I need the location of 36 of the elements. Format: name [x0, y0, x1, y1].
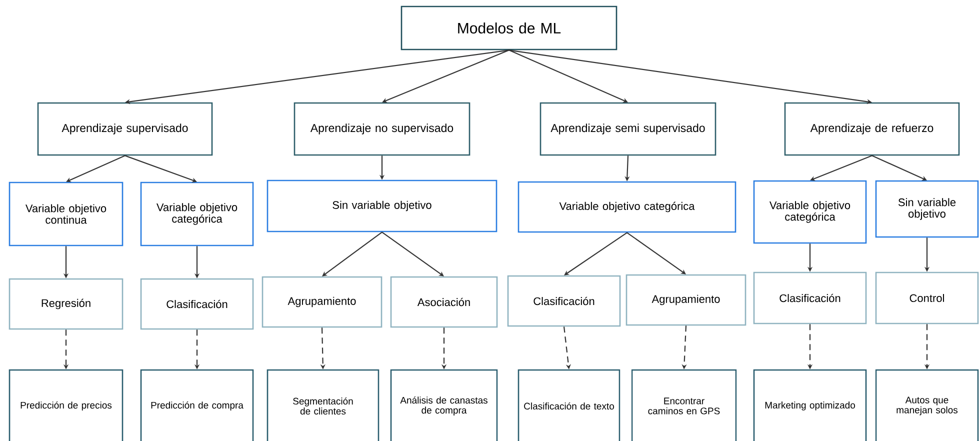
- task-box: Control: [875, 272, 979, 324]
- arrow: [564, 232, 628, 276]
- example-box: Encontrar caminos en GPS: [631, 369, 737, 441]
- arrow: [66, 155, 126, 182]
- example-box: Autos que manejan solos: [875, 369, 979, 441]
- task-box: Clasificación: [753, 272, 867, 324]
- category-box: Aprendizaje no supervisado: [294, 102, 470, 156]
- target-box: Variable objetivo categórica: [753, 180, 867, 244]
- example-box: Análisis de canastas de compra: [390, 369, 498, 441]
- target-box: Variable objetivo categórica: [140, 182, 254, 246]
- example-box: Marketing optimizado: [753, 369, 867, 441]
- arrow: [382, 232, 444, 276]
- arrow: [322, 232, 382, 276]
- example-box: Predicción de precios: [8, 369, 124, 441]
- arrow: [872, 155, 927, 181]
- task-box: Regresión: [8, 278, 124, 330]
- category-box: Aprendizaje semi supervisado: [540, 102, 716, 156]
- task-box: Clasificación: [140, 278, 254, 330]
- arrow: [626, 232, 686, 274]
- example-box: Predicción de compra: [140, 369, 254, 441]
- example-box: Clasificación de texto: [518, 369, 620, 441]
- target-box: Variable objetivo continua: [8, 182, 124, 246]
- arrow: [508, 50, 628, 103]
- task-box: Clasificación: [507, 275, 621, 327]
- title-box: Modelos de ML: [400, 6, 618, 50]
- target-box: Sin variable objetivo: [875, 180, 979, 238]
- arrow: [810, 155, 872, 181]
- task-box: Asociación: [390, 276, 498, 328]
- example-box: Segmentación de clientes: [266, 369, 380, 441]
- category-box: Aprendizaje de refuerzo: [784, 102, 960, 156]
- task-box: Agrupamiento: [262, 276, 382, 328]
- category-box: Aprendizaje supervisado: [37, 102, 213, 156]
- task-box: Agrupamiento: [626, 274, 746, 326]
- target-box: Variable objetivo categórica: [518, 181, 736, 233]
- target-box: Sin variable objetivo: [266, 180, 498, 232]
- arrow: [382, 50, 510, 103]
